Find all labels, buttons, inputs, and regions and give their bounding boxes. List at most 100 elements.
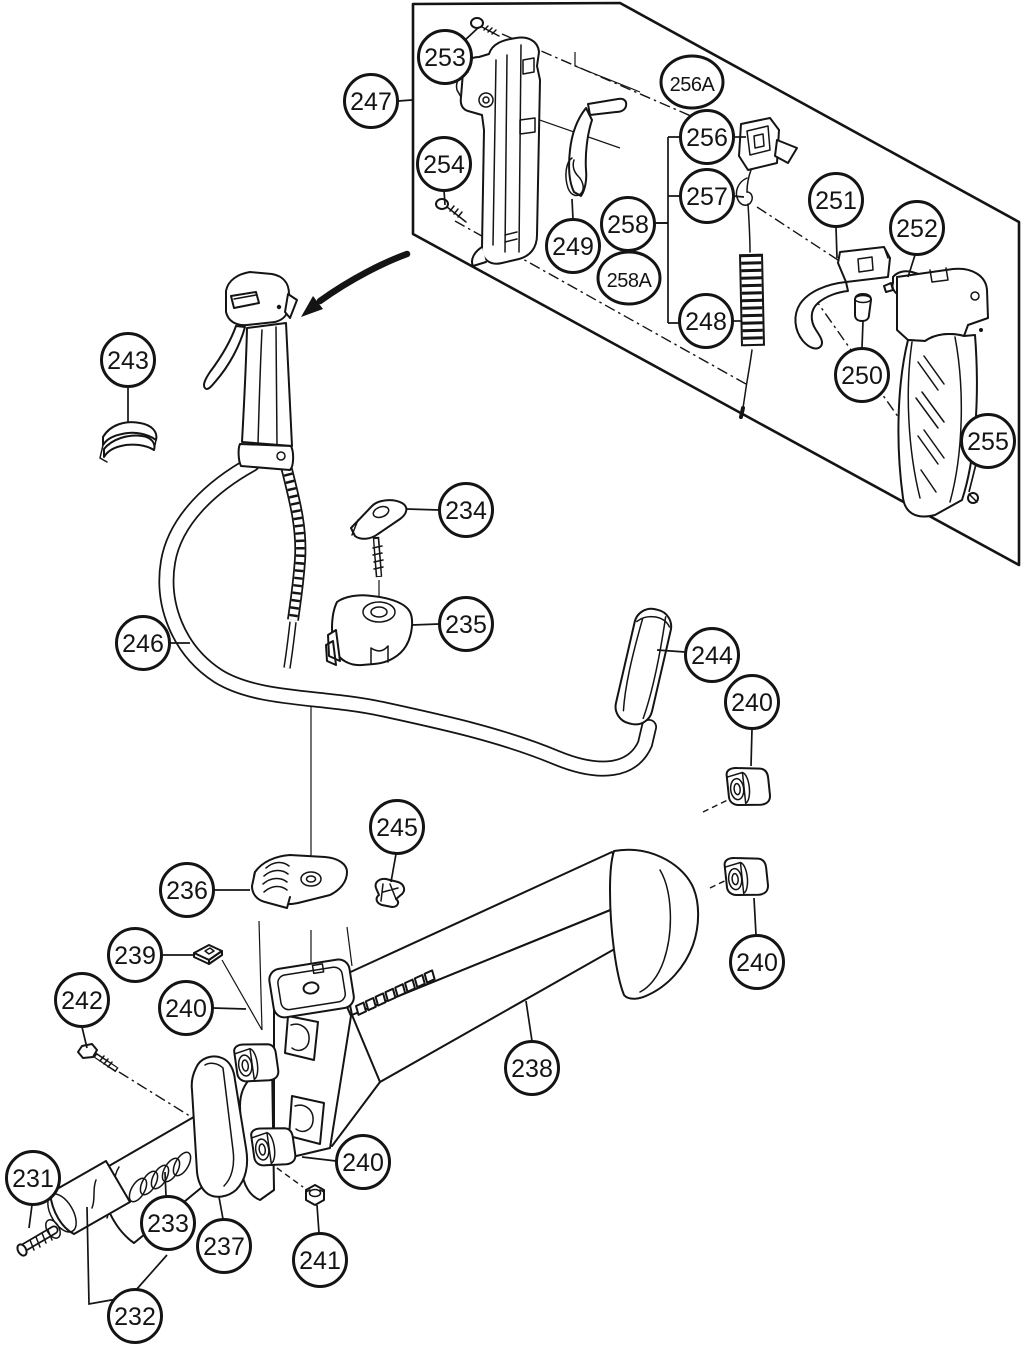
leader-line-249 — [571, 198, 574, 220]
balloon-label-237: 237 — [203, 1233, 245, 1261]
balloon-241 — [292, 1232, 348, 1288]
balloon-label-234: 234 — [445, 497, 487, 525]
leader-line-252 — [907, 254, 916, 278]
leader-line-237 — [218, 1196, 224, 1220]
leader-line-232 — [86, 1206, 118, 1306]
balloon-label-242: 242 — [61, 987, 103, 1015]
balloon-label-231: 231 — [12, 1165, 54, 1193]
part-bolt-242 — [77, 1043, 119, 1073]
leader-line-241 — [316, 1204, 320, 1234]
callout-248: 248 — [678, 293, 742, 349]
part-square-nut-239 — [193, 944, 223, 965]
part-housing-238 — [230, 848, 700, 1201]
part-assembled-throttle-handle — [202, 271, 307, 669]
balloon-257 — [679, 168, 735, 224]
callout-251: 251 — [808, 172, 864, 259]
part-grip-244 — [614, 607, 673, 726]
callout-236: 236 — [159, 862, 250, 918]
leader-line-240-2 — [753, 897, 757, 936]
balloon-label-254: 254 — [423, 151, 465, 179]
balloon-256A — [659, 54, 725, 110]
leader-line-240-4 — [301, 1156, 337, 1162]
balloon-234 — [438, 482, 494, 538]
balloon-238 — [504, 1040, 560, 1096]
leader-line-240-1 — [750, 728, 753, 767]
leader-line-235 — [411, 623, 440, 626]
part-switch-256 — [738, 117, 798, 171]
balloon-251 — [808, 172, 864, 228]
leader-line-232 — [135, 1254, 168, 1291]
balloon-235 — [438, 596, 494, 652]
balloon-label-232: 232 — [114, 1303, 156, 1331]
part-clamp-240-3 — [232, 1039, 281, 1086]
callout-237: 237 — [196, 1196, 252, 1274]
leader-line-253 — [463, 26, 480, 42]
callout-255: 255 — [960, 413, 1016, 493]
balloon-249 — [545, 218, 601, 274]
callout-256: 256 — [679, 109, 746, 165]
balloon-244 — [684, 627, 740, 683]
leader-line-245 — [390, 853, 397, 883]
callout-246: 246 — [115, 615, 190, 671]
callout-256A: 256A — [659, 54, 725, 110]
part-screw-254 — [435, 198, 467, 223]
callout-234: 234 — [406, 482, 494, 538]
balloon-label-258A: 258A — [607, 270, 653, 292]
part-throttle-rod-249 — [565, 97, 628, 197]
leader-line-244 — [656, 649, 686, 653]
callout-231: 231 — [5, 1150, 61, 1229]
callout-249: 249 — [545, 198, 601, 274]
balloon-242 — [54, 972, 110, 1028]
balloon-label-240-3: 240 — [165, 995, 207, 1023]
balloon-label-235: 235 — [445, 611, 487, 639]
leader-line-250 — [861, 320, 864, 349]
callout-247: 247 — [343, 73, 413, 129]
leader-line-240-3 — [212, 1007, 247, 1010]
balloon-label-247: 247 — [350, 88, 392, 116]
balloon-253 — [417, 29, 473, 85]
balloon-label-246: 246 — [122, 630, 164, 658]
part-trigger-251 — [794, 246, 891, 350]
leader-line-242 — [81, 1026, 88, 1049]
part-clamp-240-4 — [249, 1123, 298, 1170]
callout-254: 254 — [416, 136, 472, 206]
balloon-label-253: 253 — [424, 44, 466, 72]
callout-242: 242 — [54, 972, 110, 1049]
callout-253: 253 — [417, 26, 480, 85]
leader-line-255 — [968, 463, 977, 493]
part-nut-241 — [305, 1184, 325, 1206]
balloon-232 — [107, 1288, 163, 1344]
balloon-label-238: 238 — [511, 1055, 553, 1083]
part-clamp-cap-235 — [325, 594, 414, 667]
leader-line-254 — [443, 189, 446, 206]
balloon-label-256: 256 — [686, 124, 728, 152]
part-wing-bolt-234 — [350, 499, 408, 578]
callout-240-1: 240 — [724, 674, 780, 767]
balloon-252 — [889, 200, 945, 256]
leader-line-231 — [28, 1204, 33, 1229]
balloon-label-239: 239 — [114, 942, 156, 970]
balloon-243 — [100, 332, 156, 388]
part-handlebar-246 — [158, 456, 657, 777]
leader-line-234 — [406, 508, 440, 511]
callout-240-2: 240 — [729, 897, 785, 990]
balloon-label-249: 249 — [552, 233, 594, 261]
part-switch-wire-257 — [735, 169, 753, 253]
balloon-label-240-4: 240 — [342, 1149, 384, 1177]
callout-258A: 258A — [596, 250, 662, 306]
part-throttle-cable-248 — [739, 253, 765, 419]
balloon-240-2 — [729, 934, 785, 990]
leader-line-247 — [397, 99, 413, 102]
callout-232: 232 — [86, 1206, 168, 1344]
callout-243: 243 — [100, 332, 156, 422]
balloon-label-252: 252 — [896, 215, 938, 243]
leader-line-233 — [164, 1171, 167, 1197]
balloon-label-258: 258 — [607, 211, 649, 239]
part-clamp-seat-236 — [251, 854, 348, 909]
balloon-label-245: 245 — [376, 814, 418, 842]
callout-240-4: 240 — [301, 1134, 391, 1190]
balloon-label-256A: 256A — [670, 74, 716, 96]
balloon-258 — [600, 196, 656, 252]
